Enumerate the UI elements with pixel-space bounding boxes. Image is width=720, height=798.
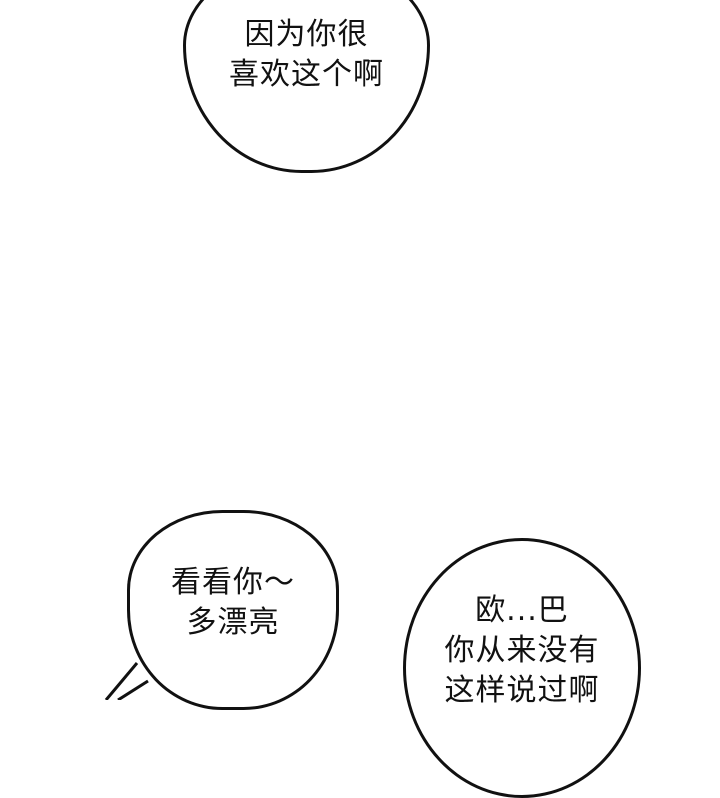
speech-bubble-tail-icon: [104, 662, 150, 700]
bubble-text-line: 多漂亮: [186, 605, 280, 640]
speech-bubble-right: 欧...巴 你从来没有 这样说过啊: [403, 538, 641, 798]
bubble-text-line: 欧...巴: [475, 593, 569, 628]
bubble-text-line: 因为你很: [244, 17, 369, 52]
bubble-text-line: 你从来没有: [444, 633, 600, 668]
bubble-text-line: 这样说过啊: [444, 673, 600, 708]
bubble-text-line: 喜欢这个啊: [229, 57, 384, 92]
speech-bubble-left: 看看你～ 多漂亮: [127, 510, 339, 710]
bubble-text-line: 看看你～: [171, 565, 295, 600]
